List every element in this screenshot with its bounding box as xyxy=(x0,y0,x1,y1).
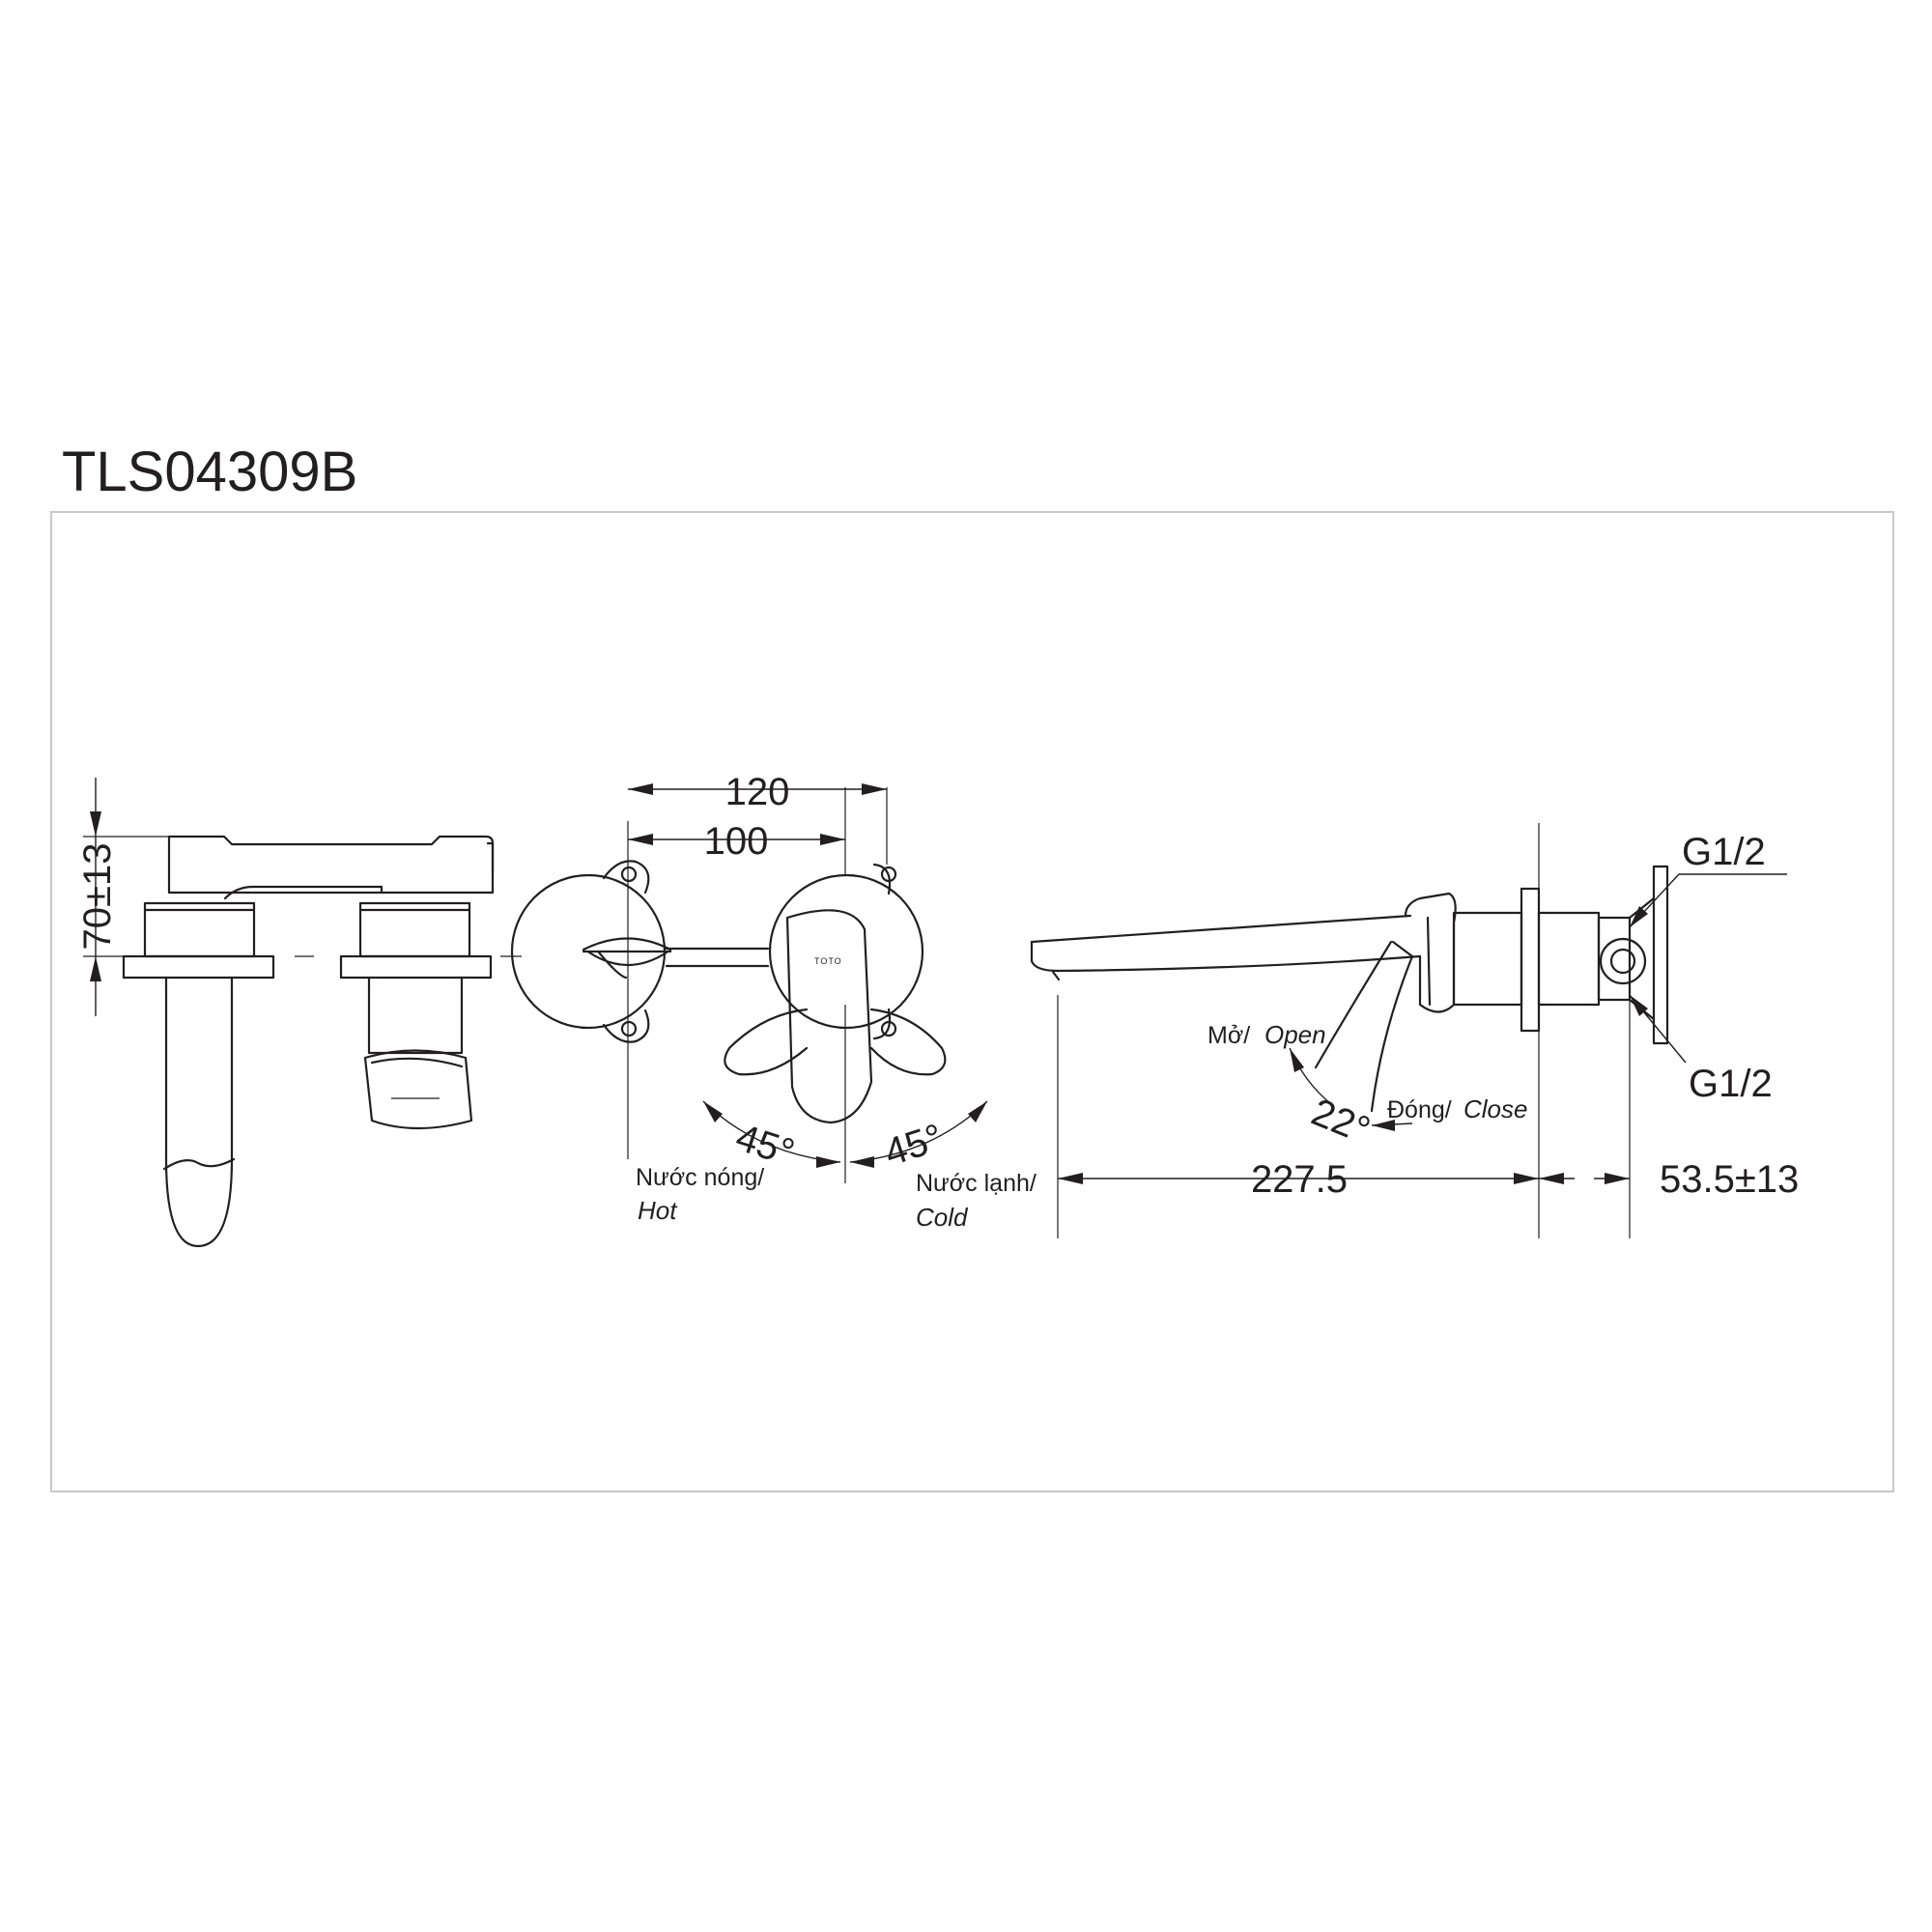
open-label-en: Open xyxy=(1264,1020,1326,1049)
top-view: TOTO 120 100 45° 45° Nước nóng/ Hot Nước… xyxy=(510,771,1037,1232)
brand-logo: TOTO xyxy=(814,956,842,966)
dimension-100-label: 100 xyxy=(704,820,769,863)
angle-cold-label: 45° xyxy=(879,1116,948,1175)
spout-length-label: 227.5 xyxy=(1251,1158,1348,1201)
thread-bottom-label: G1/2 xyxy=(1689,1063,1773,1105)
height-dimension-label: 70±13 xyxy=(76,843,119,951)
drawing-frame xyxy=(50,511,1894,1492)
open-label-vi: Mở/ xyxy=(1208,1022,1250,1049)
close-label-vi: Đóng/ xyxy=(1387,1096,1452,1123)
wall-depth-label: 53.5±13 xyxy=(1660,1158,1799,1201)
angle-lever-label: 22° xyxy=(1306,1091,1377,1151)
hot-label-en: Hot xyxy=(638,1196,678,1225)
hot-label-vi: Nước nóng/ xyxy=(636,1164,764,1191)
model-title: TLS04309B xyxy=(62,440,357,503)
close-label-en: Close xyxy=(1463,1094,1527,1123)
cold-label-vi: Nước lạnh/ xyxy=(916,1170,1037,1197)
cold-label-en: Cold xyxy=(916,1203,969,1232)
dimension-120-label: 120 xyxy=(725,771,790,813)
side-elevation-view: 22° Mở/ Open Đóng/ Close G1/2 G1/2 227.5… xyxy=(1030,823,1799,1238)
thread-top-label: G1/2 xyxy=(1682,831,1766,873)
front-elevation-view: 70±13 xyxy=(76,778,522,1248)
